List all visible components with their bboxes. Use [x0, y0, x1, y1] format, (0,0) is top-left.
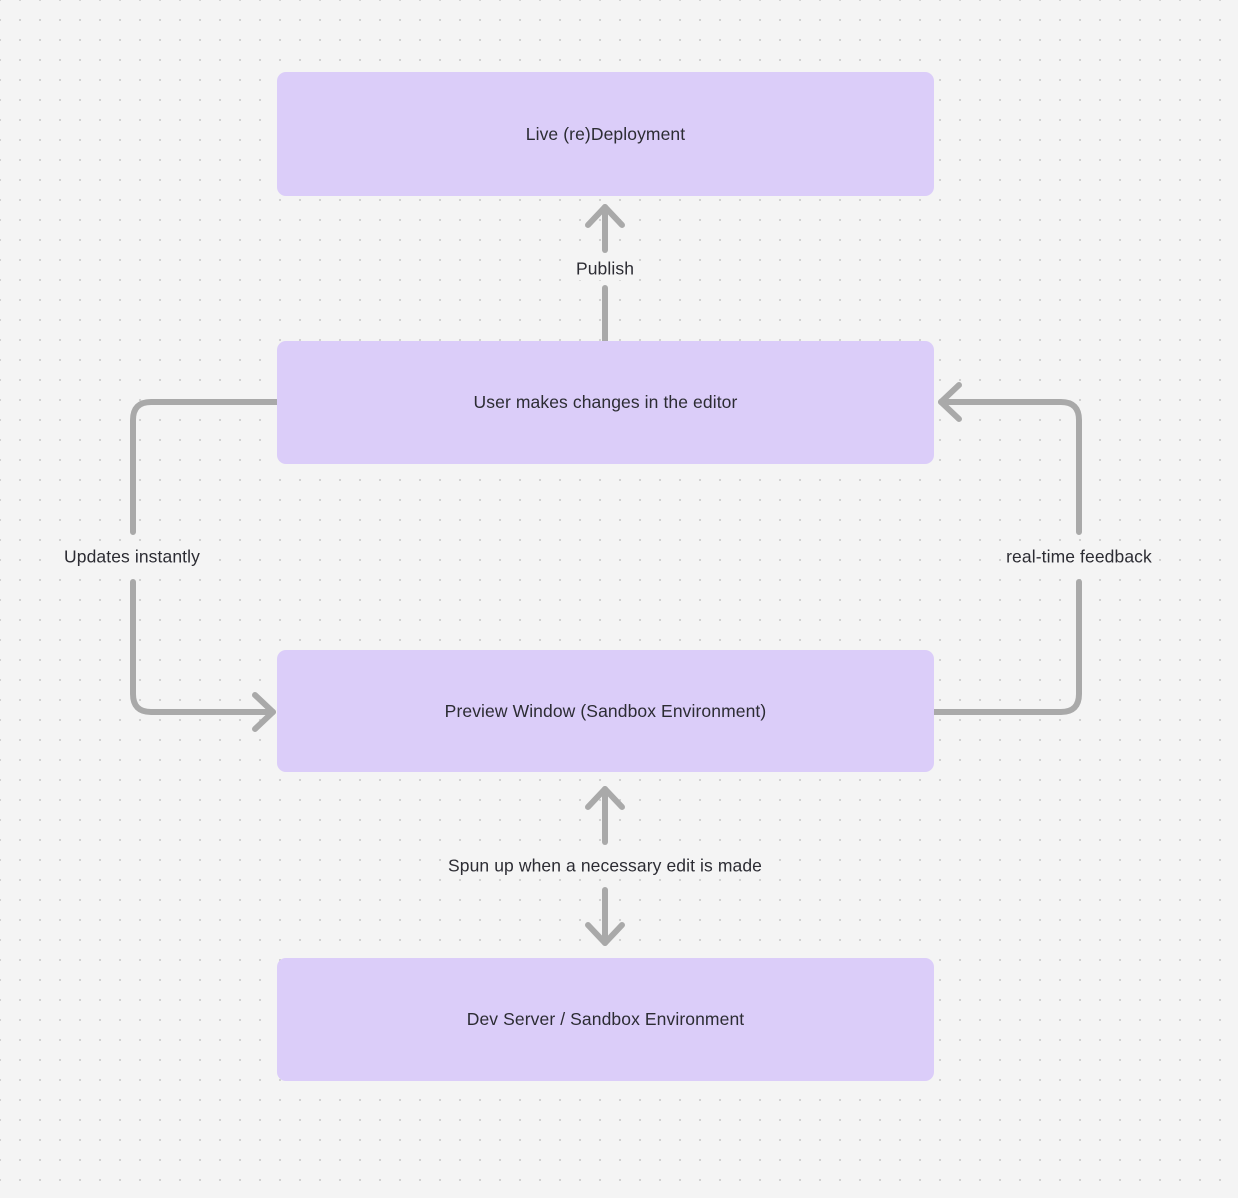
- edge-label-real-time-feedback: real-time feedback: [1001, 546, 1157, 568]
- node-dev-server[interactable]: Dev Server / Sandbox Environment: [277, 958, 934, 1081]
- node-label: Preview Window (Sandbox Environment): [444, 700, 767, 721]
- node-label: Dev Server / Sandbox Environment: [466, 1009, 745, 1030]
- edge-label-publish: Publish: [570, 258, 640, 280]
- node-live-deployment[interactable]: Live (re)Deployment: [277, 72, 934, 196]
- node-user-edits[interactable]: User makes changes in the editor: [277, 341, 934, 464]
- edge-label-spun-up: Spun up when a necessary edit is made: [442, 855, 768, 877]
- node-preview-window[interactable]: Preview Window (Sandbox Environment): [277, 650, 934, 772]
- node-label: User makes changes in the editor: [473, 392, 738, 413]
- node-label: Live (re)Deployment: [525, 123, 686, 144]
- edge-label-updates-instantly: Updates instantly: [59, 546, 205, 568]
